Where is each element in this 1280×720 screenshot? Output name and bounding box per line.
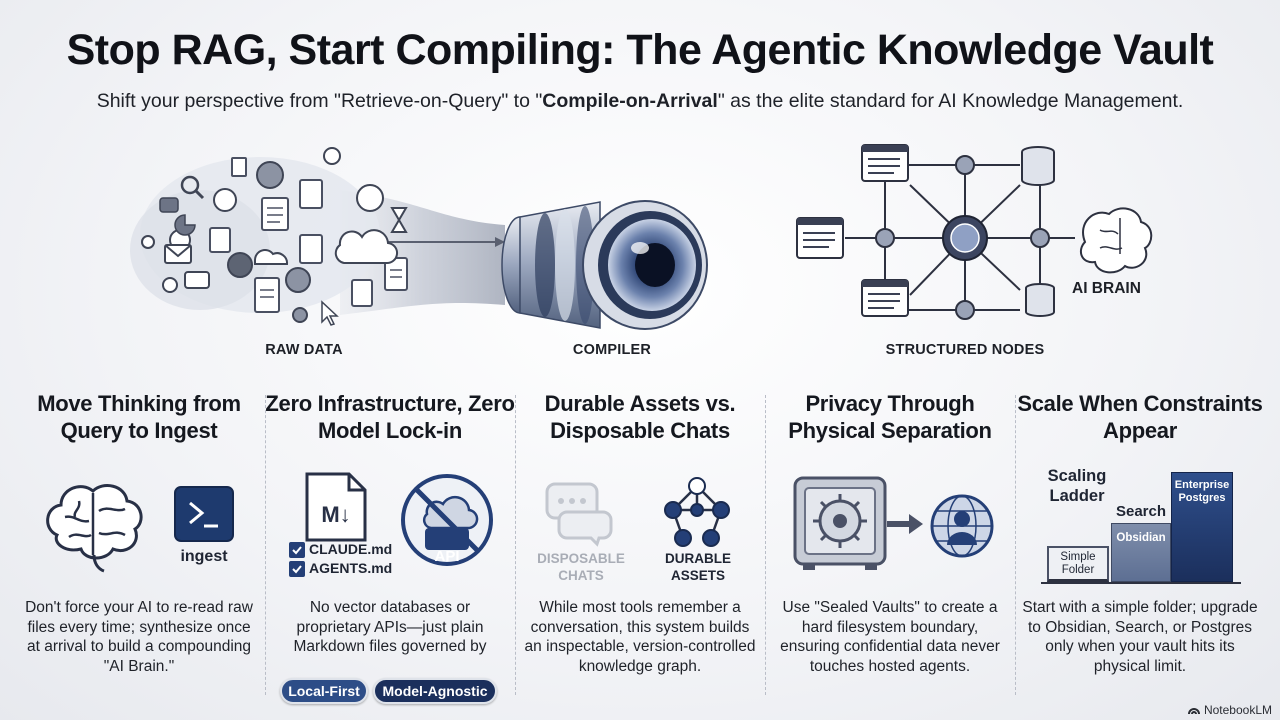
enterprise-postgres-label: Enterprise Postgres [1174, 479, 1230, 504]
column-description: Start with a simple folder; upgrade to O… [1022, 599, 1258, 675]
ladder-baseline [1041, 582, 1241, 584]
column-divider [765, 395, 766, 695]
watermark-text: NotebookLM [1203, 703, 1272, 717]
raw-data-cloud-icon [130, 144, 1153, 330]
durable-assets-label: DURABLE ASSETS [665, 551, 731, 583]
checkbox-icon [289, 561, 305, 577]
no-api-icon [401, 474, 493, 566]
arrow-right-icon [887, 514, 923, 534]
ladder-step-enterprise-postgres: Enterprise Postgres [1171, 472, 1233, 582]
column-divider [1015, 395, 1016, 695]
column-scale: Scale When Constraints Appear Scaling La… [1015, 390, 1265, 710]
ingest-label: ingest [180, 548, 228, 565]
column-divider [515, 395, 516, 695]
column-title: Scale When Constraints Appear [1017, 391, 1263, 443]
chat-bubbles-icon [545, 482, 613, 547]
column-title: Zero Infrastructure, Zero Model Lock-in [265, 391, 515, 443]
column-durable-assets: Durable Assets vs. Disposable Chats DISP… [515, 390, 765, 710]
subtitle-pre: Shift your perspective from "Retrieve-on… [96, 90, 543, 112]
column-description: Don't force your AI to re-read raw files… [25, 599, 253, 675]
column-description: No vector databases or proprietary APIs—… [293, 599, 487, 655]
api-label: API [434, 548, 460, 565]
simple-folder-label: Simple Folder [1060, 550, 1096, 576]
scaling-ladder-title: Scaling Ladder [1047, 467, 1107, 505]
notebooklm-watermark: NotebookLM [1187, 703, 1272, 717]
ladder-step-simple-folder: Simple Folder [1047, 546, 1109, 582]
hosted-agent-globe-icon [930, 494, 994, 558]
obsidian-label: Obsidian [1116, 532, 1166, 544]
file-agents-md: AGENTS.md [309, 560, 393, 576]
file-claude-md: CLAUDE.md [309, 541, 393, 557]
model-agnostic-badge: Model-Agnostic [373, 678, 497, 704]
checkbox-icon [289, 542, 305, 558]
ai-brain-label: AI BRAIN [1072, 280, 1141, 297]
search-step-label: Search [1115, 503, 1167, 520]
raw-data-label: RAW DATA [265, 342, 343, 358]
column-description: While most tools remember a conversation… [524, 599, 756, 675]
page-title: Stop RAG, Start Compiling: The Agentic K… [66, 26, 1214, 74]
column-title: Durable Assets vs. Disposable Chats [544, 391, 736, 443]
ladder-step-obsidian: Obsidian [1111, 523, 1171, 582]
column-move-thinking: Move Thinking from Query to Ingest inges… [14, 390, 264, 710]
local-first-badge: Local-First [280, 678, 368, 704]
markdown-file-icon [305, 472, 367, 542]
column-divider [265, 395, 266, 695]
column-zero-infrastructure: Zero Infrastructure, Zero Model Lock-in … [265, 390, 515, 710]
hero-diagram: RAW DATA COMPILER STRUCTURED NODES AI BR… [0, 130, 1280, 370]
subtitle-post: " as the elite standard for AI Knowledge… [717, 90, 1184, 112]
column-description: Use "Sealed Vaults" to create a hard fil… [780, 599, 1000, 675]
page-subtitle: Shift your perspective from "Retrieve-on… [0, 90, 1280, 113]
knowledge-graph-icon [664, 477, 730, 547]
terminal-icon [174, 486, 234, 542]
compiler-label: COMPILER [572, 342, 652, 358]
vault-icon [793, 476, 887, 570]
column-privacy: Privacy Through Physical Separation Use … [765, 390, 1015, 710]
column-title: Move Thinking from Query to Ingest [37, 391, 241, 443]
markdown-glyph: M↓ [321, 502, 351, 527]
disposable-chats-label: DISPOSABLE CHATS [537, 551, 625, 583]
notebooklm-logo-icon [1187, 708, 1200, 715]
brain-icon [46, 484, 143, 573]
structured-nodes-label: STRUCTURED NODES [885, 342, 1045, 358]
subtitle-bold: Compile-on-Arrival [542, 90, 718, 112]
column-title: Privacy Through Physical Separation [788, 391, 992, 443]
